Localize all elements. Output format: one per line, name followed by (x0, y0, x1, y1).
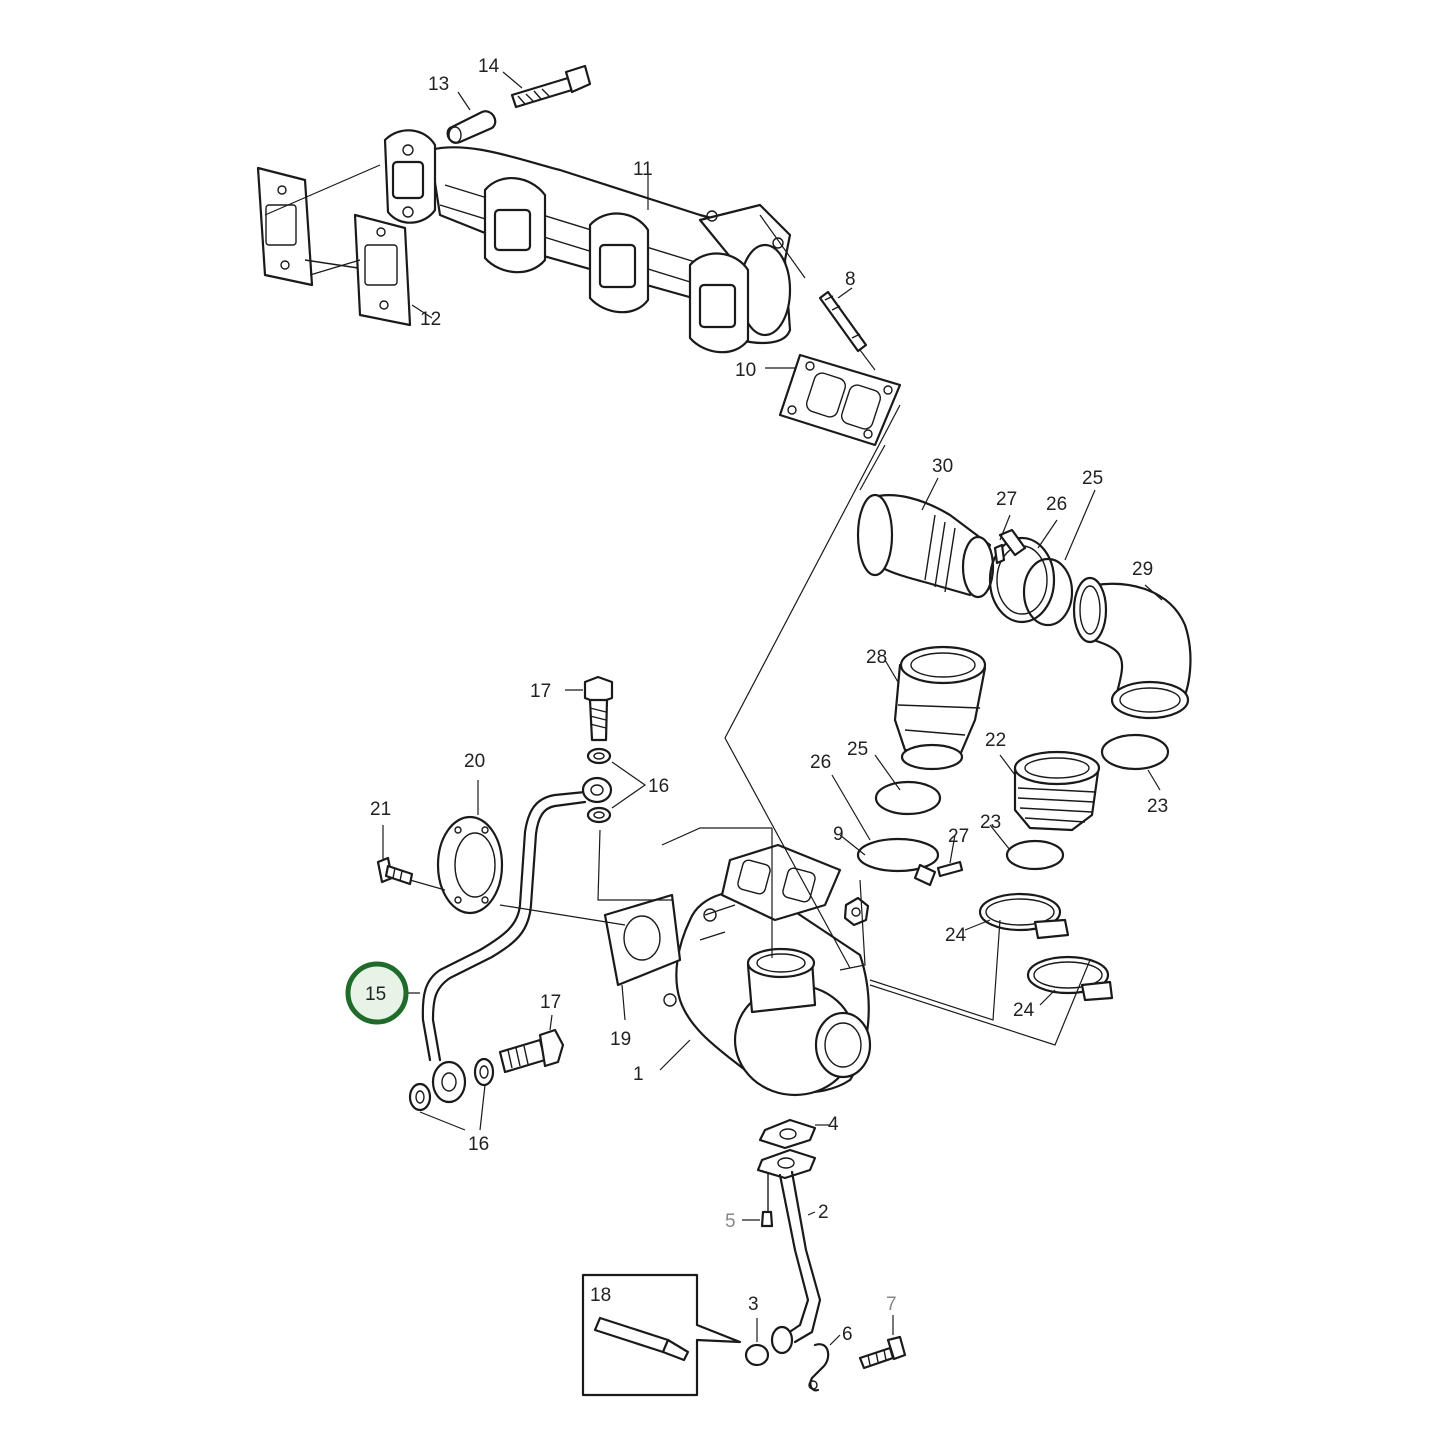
oil-feed-pipe[interactable] (421, 776, 613, 1104)
callout-6[interactable]: 6 (842, 1324, 853, 1345)
compressor-outlet-hose[interactable] (893, 645, 987, 771)
callout-15[interactable]: 15 (365, 984, 386, 1005)
callout-2[interactable]: 2 (818, 1202, 829, 1223)
leader-lines (264, 71, 1163, 1346)
callout-11[interactable]: 11 (633, 159, 653, 180)
banjo-bolt-lower[interactable] (498, 1028, 565, 1074)
callout-labels: 1 2 3 4 5 6 7 8 9 10 11 12 13 14 15 16 1… (365, 56, 1168, 1345)
callout-8[interactable]: 8 (845, 269, 856, 290)
oil-return-pipe[interactable] (756, 1148, 822, 1355)
callout-20[interactable]: 20 (464, 751, 485, 772)
v-band-clamp-upper[interactable] (988, 528, 1056, 624)
callout-21[interactable]: 21 (370, 799, 391, 820)
callout-4[interactable]: 4 (828, 1114, 839, 1135)
callout-10[interactable]: 10 (735, 360, 756, 381)
sealing-washer-upper-1[interactable] (586, 747, 612, 765)
callout-16-upper[interactable]: 16 (648, 776, 669, 797)
drain-gasket[interactable] (758, 1118, 817, 1150)
clip-screw[interactable] (858, 1335, 907, 1370)
highlight-ring (345, 961, 409, 1025)
callout-25-lower[interactable]: 25 (847, 739, 868, 760)
callout-19[interactable]: 19 (610, 1029, 631, 1050)
callout-5[interactable]: 5 (725, 1211, 736, 1232)
callout-23-middle[interactable]: 23 (980, 812, 1001, 833)
callout-17-lower[interactable]: 17 (540, 992, 561, 1013)
flange-bolt[interactable] (376, 856, 414, 886)
callout-24-upper[interactable]: 24 (945, 925, 967, 946)
callout-26-lower[interactable]: 26 (810, 752, 831, 773)
spacer-sleeve[interactable] (446, 110, 497, 144)
exhaust-manifold[interactable] (383, 129, 792, 354)
turbocharger[interactable] (663, 843, 872, 1097)
callout-16-lower[interactable]: 16 (468, 1134, 489, 1155)
o-ring-right[interactable] (1100, 733, 1170, 771)
o-ring-lower[interactable] (874, 780, 942, 816)
turbo-inlet-gasket[interactable] (778, 353, 902, 447)
oil-drain-gasket[interactable] (603, 893, 682, 987)
clamp-screw-lower[interactable] (936, 860, 964, 878)
callout-9[interactable]: 9 (833, 824, 844, 845)
v-band-clamp-lower[interactable] (856, 837, 940, 887)
sealing-washer-lower-2[interactable] (408, 1082, 432, 1112)
callout-27-upper[interactable]: 27 (996, 489, 1017, 510)
callout-28[interactable]: 28 (866, 647, 887, 668)
o-ring-drain[interactable] (744, 1343, 770, 1367)
hose-clamp-upper[interactable] (978, 892, 1070, 940)
callout-14[interactable]: 14 (478, 56, 500, 77)
callout-22[interactable]: 22 (985, 730, 1006, 751)
threaded-adapter[interactable] (1013, 750, 1101, 832)
callout-12[interactable]: 12 (420, 309, 441, 330)
callout-27-lower[interactable]: 27 (948, 826, 969, 847)
manifold-gaskets[interactable] (256, 166, 412, 327)
callout-24-lower[interactable]: 24 (1013, 1000, 1035, 1021)
callout-23-right[interactable]: 23 (1147, 796, 1168, 817)
pipe-clip[interactable] (808, 1343, 830, 1392)
charge-air-elbow[interactable] (1072, 576, 1192, 720)
sealing-washer-lower-1[interactable] (473, 1057, 495, 1087)
adapter-flange[interactable] (436, 815, 504, 915)
callout-25-upper[interactable]: 25 (1082, 468, 1103, 489)
hose-clamp-lower[interactable] (1026, 955, 1114, 1002)
sealant-tube-box[interactable] (581, 1273, 742, 1397)
intake-pipe[interactable] (856, 493, 995, 599)
stud[interactable] (818, 290, 868, 353)
callout-26-upper[interactable]: 26 (1046, 494, 1067, 515)
clamp-screw-upper[interactable] (993, 543, 1006, 565)
o-ring-upper[interactable] (1022, 557, 1074, 627)
callout-1[interactable]: 1 (633, 1064, 644, 1085)
manifold-bolt[interactable] (510, 64, 592, 109)
callout-7[interactable]: 7 (886, 1294, 897, 1315)
callout-13[interactable]: 13 (428, 74, 449, 95)
mounting-screw[interactable] (760, 1174, 774, 1228)
callout-3[interactable]: 3 (748, 1294, 759, 1315)
o-ring-middle[interactable] (1005, 839, 1065, 871)
callout-29[interactable]: 29 (1132, 559, 1153, 580)
sealing-washer-upper-2[interactable] (586, 806, 612, 824)
callout-17-upper[interactable]: 17 (530, 681, 551, 702)
callout-18[interactable]: 18 (590, 1285, 611, 1306)
callout-30[interactable]: 30 (932, 456, 953, 477)
flange-nut[interactable] (843, 896, 870, 927)
banjo-bolt-upper[interactable] (583, 675, 614, 742)
